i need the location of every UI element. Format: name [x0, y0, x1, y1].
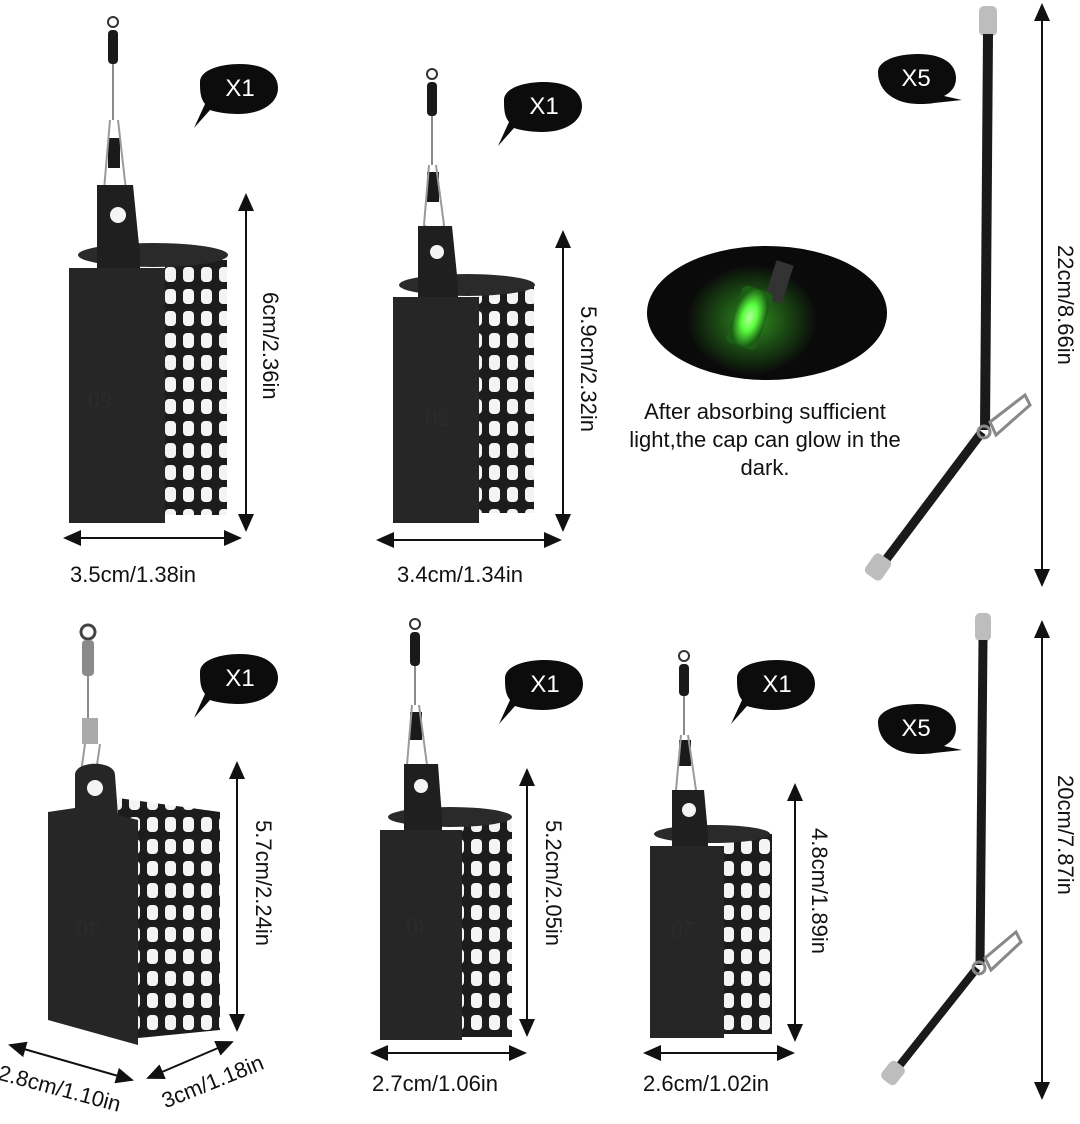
quantity-label: X5 — [901, 715, 931, 742]
feeder-50: 50 — [393, 68, 535, 523]
dimension-width-40 — [8, 1041, 134, 1084]
glow-description: After absorbing sufficient light,the cap… — [629, 399, 901, 480]
height-label: 5.7cm/2.24in — [251, 820, 276, 946]
height-label: 4.8cm/1.89in — [807, 828, 832, 954]
swivel-clip — [674, 650, 698, 804]
length-label: 22cm/8.66in — [1053, 245, 1078, 365]
cage-number-30: 30 — [406, 912, 430, 938]
height-label: 5.2cm/2.05in — [541, 820, 566, 946]
glow-cap-photo — [647, 246, 887, 380]
anti-tangle-boom-long — [864, 6, 1032, 581]
quantity-bubble — [499, 660, 583, 724]
lead-weight — [380, 830, 462, 1040]
cage-number-60: 60 — [88, 386, 112, 412]
quantity-label: X5 — [901, 65, 931, 92]
cage-number-20: 20 — [671, 916, 695, 942]
swivel-clip — [78, 623, 101, 788]
cage-tab — [404, 764, 442, 832]
feeder-20: 20 — [650, 650, 772, 1038]
anti-tangle-boom-short — [881, 613, 1023, 1086]
quantity-label: X1 — [225, 75, 255, 102]
length-label: 20cm/7.87in — [1053, 775, 1078, 895]
width-label: 3.4cm/1.34in — [397, 562, 523, 587]
feeder-60: 60 — [69, 16, 228, 523]
width-label: 2.6cm/1.02in — [643, 1071, 769, 1096]
cage-mesh — [462, 817, 512, 1037]
feeder-30: 30 — [380, 618, 512, 1040]
dimension-depth-40 — [146, 1040, 234, 1080]
cage-number-50: 50 — [425, 404, 449, 430]
lead-weight — [48, 763, 138, 1045]
quantity-bubble — [731, 660, 815, 724]
lead-weight — [650, 846, 724, 1038]
height-label: 5.9cm/2.32in — [576, 306, 601, 432]
quantity-label: X1 — [530, 671, 560, 698]
quantity-bubble — [498, 82, 582, 146]
cage-mesh — [478, 285, 534, 513]
swivel-clip — [422, 68, 446, 240]
quantity-bubble — [878, 704, 962, 754]
swivel-clip — [102, 16, 128, 207]
cage-number-40: 40 — [76, 914, 100, 940]
lead-weight — [393, 297, 479, 523]
height-label: 6cm/2.36in — [258, 292, 283, 400]
cage-mesh — [165, 255, 227, 515]
quantity-bubble — [194, 64, 278, 128]
cage-tab — [418, 226, 458, 300]
swivel-clip — [405, 618, 429, 780]
quantity-bubble — [878, 54, 962, 104]
cage-mesh — [118, 798, 220, 1040]
cage-mesh — [724, 834, 772, 1034]
quantity-label: X1 — [762, 671, 792, 698]
width-label: 2.7cm/1.06in — [372, 1071, 498, 1096]
width-label: 3.5cm/1.38in — [70, 562, 196, 587]
quantity-label: X1 — [225, 665, 255, 692]
cage-tab — [672, 790, 708, 850]
lead-weight — [69, 268, 165, 523]
cage-tab — [97, 185, 140, 270]
feeder-40: 40 — [48, 623, 220, 1045]
quantity-label: X1 — [529, 93, 559, 120]
quantity-bubble — [194, 654, 278, 718]
